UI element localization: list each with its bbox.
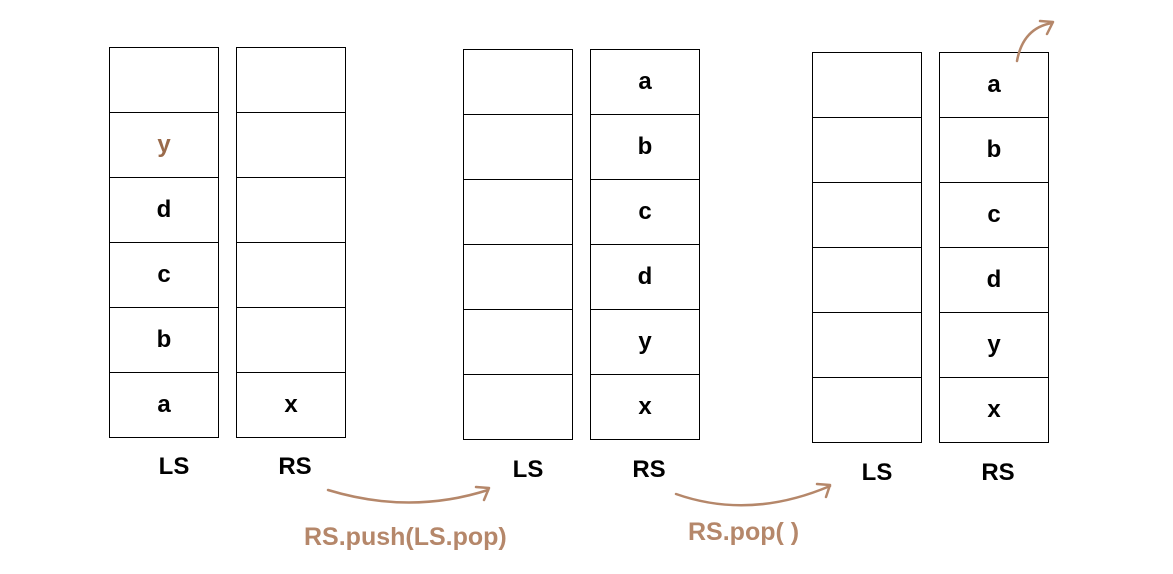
pop-arrow [674, 484, 832, 507]
panel3-ls-cell [812, 377, 922, 443]
push-operation-label: RS.push(LS.pop) [304, 523, 507, 551]
panel2-ls-label: LS [512, 456, 544, 483]
panel3-rs-stack: a b c d y x [939, 52, 1049, 443]
panel3-rs-cell: x [939, 377, 1049, 443]
panel2-ls-cell [463, 374, 573, 440]
panel1-rs-cell: x [236, 372, 346, 438]
panel2-rs-stack: a b c d y x [590, 49, 700, 440]
panel1-ls-cell: a [109, 372, 219, 438]
panel1-ls-label: LS [158, 453, 190, 480]
panel2-rs-label: RS [632, 456, 666, 483]
panel3-ls-label: LS [861, 459, 893, 486]
pop-arrowhead [815, 482, 832, 499]
pop-out-arrowhead [1038, 19, 1055, 36]
panel1-rs-label: RS [278, 453, 312, 480]
push-arrowhead [474, 485, 491, 502]
panel1-ls-stack: y d c b a [109, 47, 219, 438]
pop-out-arrow [1015, 21, 1054, 63]
panel3-ls-stack [812, 52, 922, 443]
panel3-rs-label: RS [981, 459, 1015, 486]
panel1-rs-stack: x [236, 47, 346, 438]
pop-operation-label: RS.pop( ) [688, 518, 800, 546]
push-arrow [326, 488, 490, 504]
panel2-ls-stack [463, 49, 573, 440]
panel2-rs-cell: x [590, 374, 700, 440]
